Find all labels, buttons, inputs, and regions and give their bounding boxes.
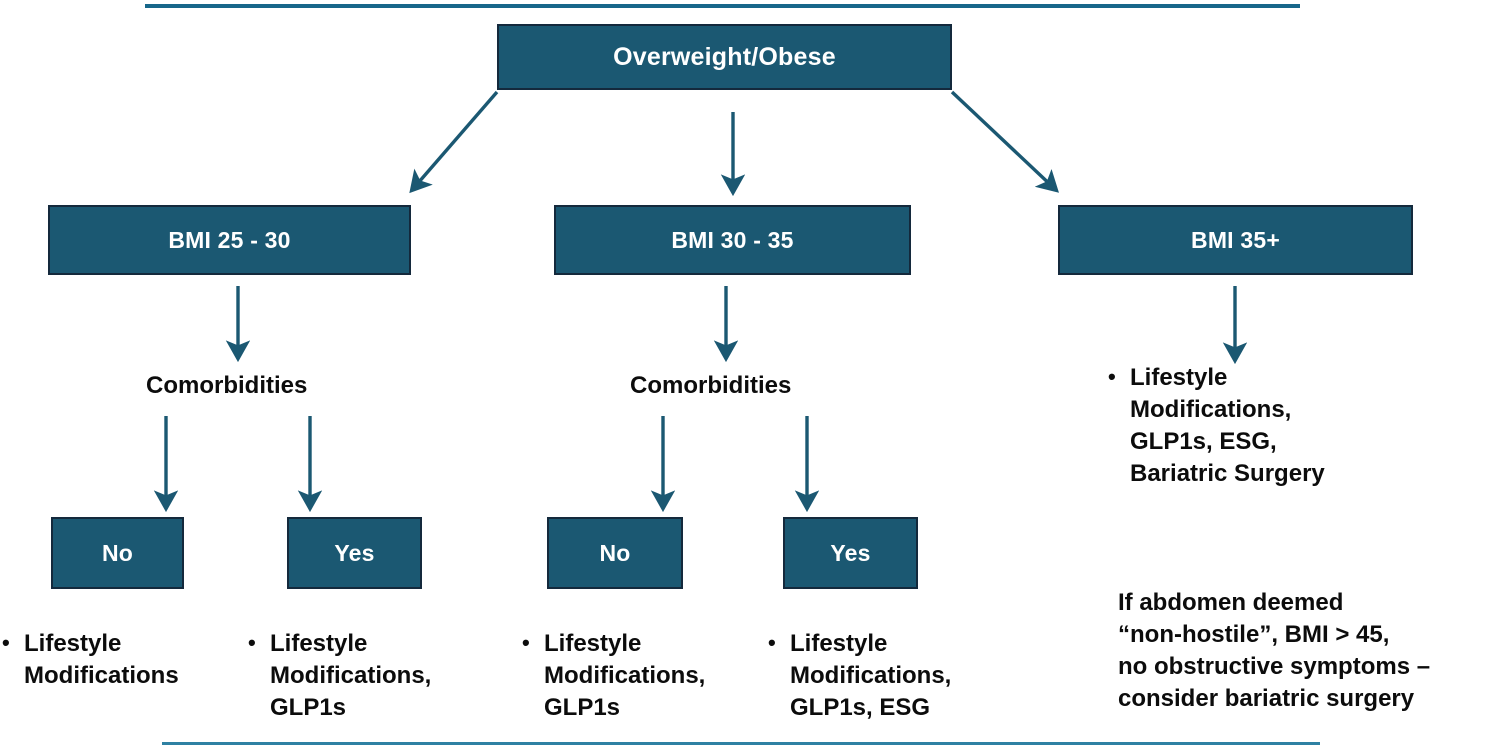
label-comorbidities-middle: Comorbidities: [630, 372, 792, 399]
node-overweight-obese-label: Overweight/Obese: [613, 42, 836, 71]
node-bmi-25-30-label: BMI 25 - 30: [168, 226, 291, 253]
bullet-icon: •: [522, 630, 530, 655]
bullet-icon: •: [1108, 364, 1116, 389]
top-divider-rule: [145, 4, 1300, 8]
right-note-text: If abdomen deemed“non-hostile”, BMI > 45…: [1118, 589, 1431, 712]
label-comorbidities-left: Comorbidities: [146, 372, 308, 399]
node-comorbidities-yes-middle[interactable]: Yes: [783, 517, 918, 589]
node-comorbidities-yes-left[interactable]: Yes: [287, 517, 422, 589]
node-bmi-35-plus[interactable]: BMI 35+: [1058, 205, 1413, 275]
bottom-divider-rule: [162, 742, 1320, 745]
bullet-icon: •: [768, 630, 776, 655]
bullet-icon: •: [2, 630, 10, 655]
arrow-root-to-bmi35: [950, 90, 1059, 193]
bullet-icon: •: [248, 630, 256, 655]
node-comorbidities-no-middle-label: No: [599, 539, 631, 566]
node-comorbidities-no-left-label: No: [101, 539, 134, 566]
node-comorbidities-no-middle[interactable]: No: [547, 517, 683, 589]
node-comorbidities-yes-left-label: Yes: [334, 539, 375, 566]
arrow-root-to-bmi25: [409, 90, 499, 194]
node-overweight-obese[interactable]: Overweight/Obese: [497, 24, 952, 90]
node-bmi-25-30[interactable]: BMI 25 - 30: [48, 205, 411, 275]
node-bmi-30-35[interactable]: BMI 30 - 35: [554, 205, 911, 275]
node-bmi-35-plus-label: BMI 35+: [1191, 226, 1280, 253]
node-bmi-30-35-label: BMI 30 - 35: [671, 226, 794, 253]
node-comorbidities-yes-middle-label: Yes: [830, 539, 871, 566]
node-comorbidities-no-left[interactable]: No: [51, 517, 184, 589]
